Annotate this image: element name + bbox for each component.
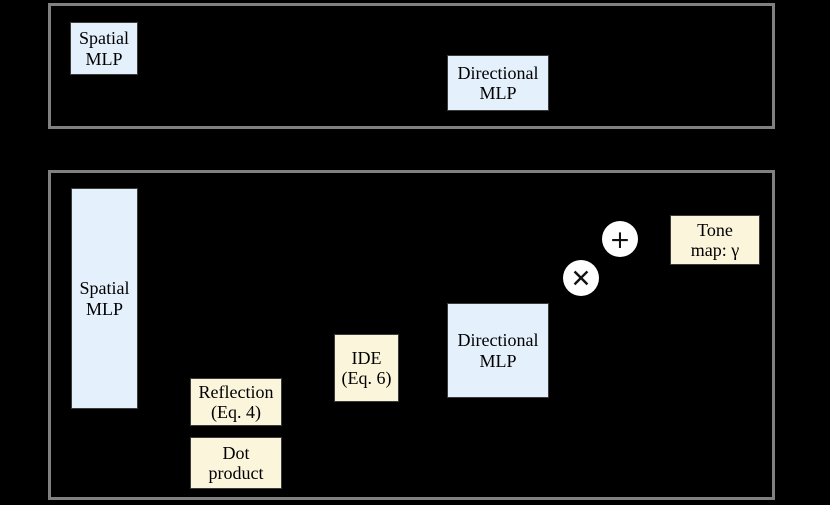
node-dot-product: Dot product [190,437,282,489]
top-architecture-panel [48,3,775,129]
node-bottom-spatial-mlp: Spatial MLP [71,188,138,409]
add-symbol: + [609,224,631,254]
node-ide: IDE (Eq. 6) [334,334,399,402]
node-tone-map: Tone map: γ [670,215,760,265]
node-ide-label: IDE (Eq. 6) [341,347,392,388]
node-top-spatial-mlp: Spatial MLP [70,22,138,75]
node-bottom-directional-mlp: Directional MLP [447,303,549,398]
node-tone-map-label: Tone map: γ [690,219,740,260]
node-top-directional-mlp: Directional MLP [447,55,549,111]
node-top-directional-mlp-label: Directional MLP [457,62,539,103]
node-reflection-label: Reflection (Eq. 4) [198,381,274,422]
node-top-spatial-mlp-label: Spatial MLP [79,28,129,69]
multiply-operator-icon: ✕ [563,260,599,296]
multiply-symbol: ✕ [570,263,592,293]
add-operator-icon: + [602,221,638,257]
bottom-architecture-panel [48,170,775,500]
node-bottom-directional-mlp-label: Directional MLP [457,330,539,371]
node-reflection: Reflection (Eq. 4) [190,378,282,426]
node-dot-product-label: Dot product [208,442,264,483]
node-bottom-spatial-mlp-label: Spatial MLP [79,278,130,319]
